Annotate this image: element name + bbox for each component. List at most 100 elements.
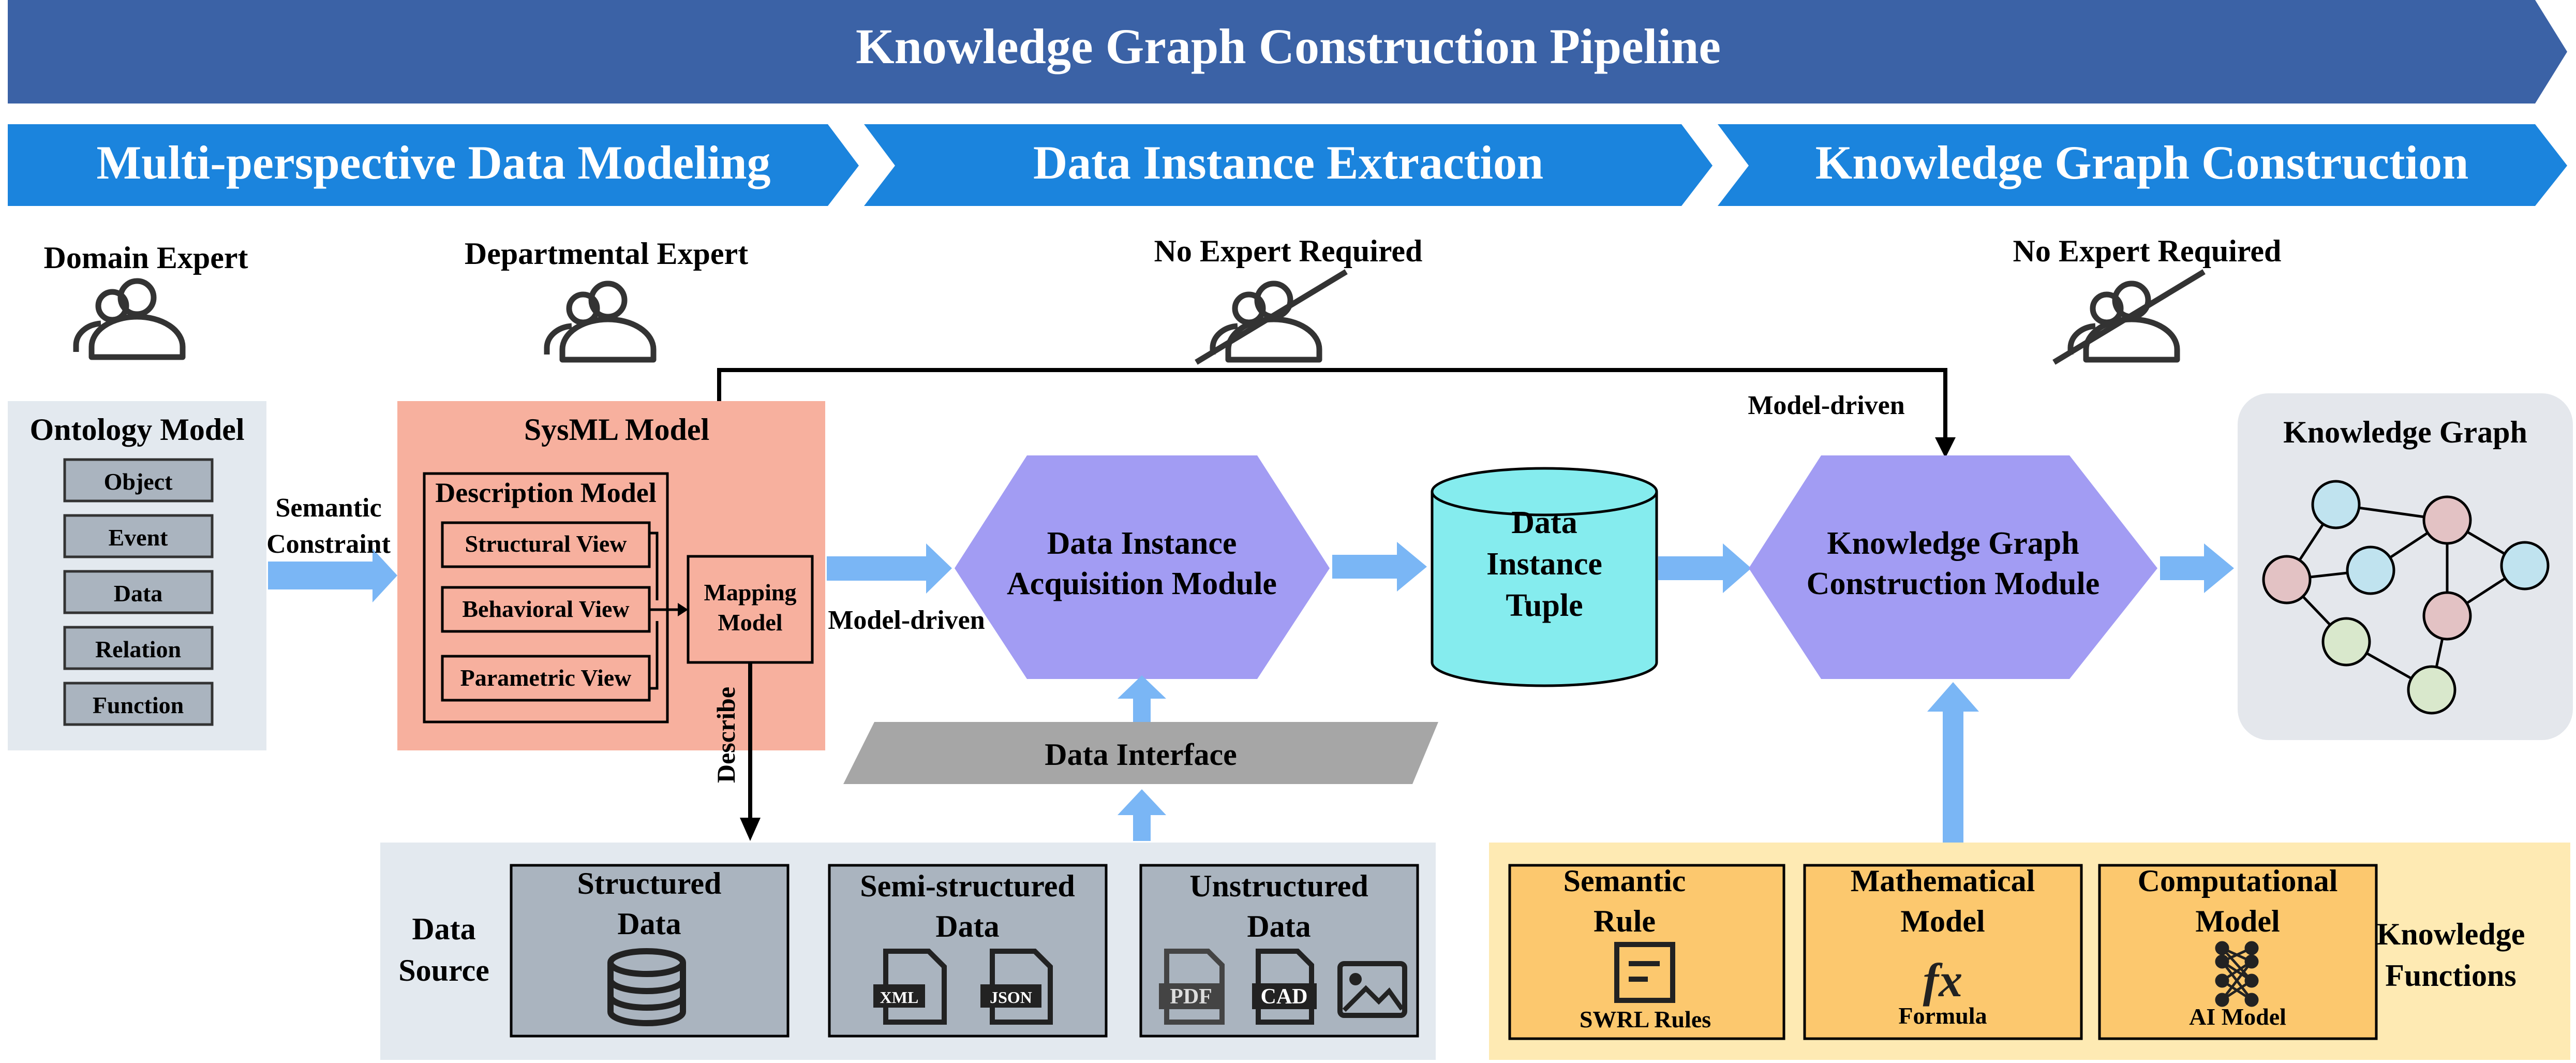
ontology-item-event	[63, 514, 214, 558]
pdf-file-icon: PDF	[1159, 949, 1225, 1025]
stage-banner-modeling	[8, 124, 859, 206]
graph-node	[2500, 541, 2550, 590]
kg-module-label-1: Knowledge Graph	[1827, 526, 2079, 561]
graph-node	[2346, 545, 2395, 595]
graph-node	[2311, 480, 2361, 529]
semantic-constraint-arrow	[268, 549, 397, 602]
behavioral-arrowhead	[678, 603, 688, 616]
semantic-rule-box	[1508, 864, 1785, 1040]
knowledge-functions-label-1: Knowledge	[2377, 917, 2525, 951]
describe-label: Describe	[711, 687, 740, 783]
math-model-label-1: Mathematical	[1851, 864, 2035, 898]
unstructured-label-1: Unstructured	[1189, 869, 1368, 903]
ontology-item-event-label: Event	[109, 524, 169, 551]
semantic-constraint-label-2: Constraint	[266, 529, 391, 559]
data-source-label-1: Data	[412, 912, 475, 946]
semantic-rule-caption: SWRL Rules	[1580, 1006, 1711, 1032]
ontology-item-function	[63, 682, 214, 726]
sysml-title: SysML Model	[524, 412, 709, 447]
domain-expert-icon	[73, 278, 186, 360]
graph-node	[2321, 617, 2371, 667]
data-interface-bar	[843, 722, 1438, 784]
parametric-view-label: Parametric View	[460, 665, 632, 691]
tuple-to-kg-arrow	[1658, 543, 1751, 593]
graph-node	[2407, 665, 2456, 715]
parametric-connector	[649, 621, 659, 690]
structured-data-label-2: Data	[617, 907, 681, 941]
semi-structured-label-1: Semi-structured	[860, 869, 1075, 903]
cad-file-icon: CAD	[1252, 949, 1317, 1025]
computational-model-label-1: Computational	[2138, 864, 2338, 898]
module-to-graph-arrow	[2160, 543, 2234, 593]
no-expert-icon-2	[2052, 269, 2206, 365]
semi-structured-label-2: Data	[935, 909, 999, 943]
knowledge-graph-panel	[2238, 393, 2573, 740]
pdf-icon-label: PDF	[1170, 985, 1212, 1009]
structured-data-label-1: Structured	[577, 866, 722, 900]
acquisition-module-label-1: Data Instance	[1047, 526, 1237, 561]
computational-model-box	[2098, 864, 2378, 1040]
stage-label-modeling: Multi-perspective Data Modeling	[96, 136, 770, 189]
ontology-item-data-label: Data	[114, 580, 163, 607]
ontology-item-relation	[63, 626, 214, 670]
knowledge-graph-title: Knowledge Graph	[2283, 415, 2527, 449]
no-expert-label-1: No Expert Required	[1154, 234, 1423, 268]
math-model-box	[1803, 864, 2083, 1040]
domain-expert-label: Domain Expert	[44, 241, 248, 275]
tuple-label-3: Tuple	[1506, 588, 1583, 623]
acquisition-module-label-2: Acquisition Module	[1007, 566, 1277, 601]
structural-view-label: Structural View	[465, 530, 627, 557]
ontology-item-data	[63, 570, 214, 614]
stage-label-construction: Knowledge Graph Construction	[1815, 136, 2469, 189]
ontology-item-function-label: Function	[93, 692, 184, 718]
structural-view-box	[441, 521, 651, 568]
neural-network-icon	[2215, 941, 2259, 1007]
kg-construction-module	[1749, 455, 2157, 679]
unstructured-label-2: Data	[1247, 909, 1311, 943]
semantic-constraint-label-1: Semantic	[275, 493, 381, 523]
departmental-expert-icon	[544, 280, 657, 363]
model-driven-connector	[717, 368, 1947, 437]
model-driven-arrowhead	[1935, 437, 1956, 458]
tuple-label-1: Data	[1511, 505, 1577, 540]
json-icon-label: JSON	[990, 988, 1032, 1007]
graph-node	[2422, 495, 2472, 545]
database-icon	[607, 948, 686, 1026]
interface-to-acquisition-arrow	[1118, 675, 1166, 722]
model-driven-label-top: Model-driven	[1748, 391, 1904, 420]
xml-file-icon: XML	[873, 949, 947, 1025]
parametric-view-box	[441, 655, 651, 702]
json-file-icon: JSON	[980, 949, 1053, 1025]
graph-node	[2422, 591, 2472, 641]
model-driven-label-left: Model-driven	[828, 606, 985, 635]
knowledge-functions-label-2: Functions	[2385, 958, 2516, 993]
ontology-item-object-label: Object	[104, 468, 173, 495]
describe-arrowhead	[740, 818, 761, 841]
source-to-interface-arrow	[1118, 789, 1166, 841]
pipeline-title: Knowledge Graph Construction Pipeline	[856, 19, 1721, 74]
acquisition-to-tuple-arrow	[1332, 542, 1427, 592]
computational-model-caption: AI Model	[2189, 1003, 2286, 1030]
functions-to-kg-arrow	[1927, 682, 1979, 843]
semantic-rule-label-1: Semantic	[1564, 864, 1686, 898]
no-expert-icon-1	[1195, 269, 1348, 365]
computational-model-label-2: Model	[2195, 904, 2280, 938]
image-icon	[1337, 961, 1407, 1018]
structural-connector	[649, 532, 659, 600]
no-expert-label-2: No Expert Required	[2013, 234, 2282, 268]
title-banner	[8, 0, 2567, 104]
xml-icon-label: XML	[880, 988, 919, 1007]
math-model-label-2: Model	[1900, 904, 1985, 938]
rule-document-icon	[1614, 942, 1675, 1003]
mapping-model-label-1: Mapping	[704, 579, 797, 606]
data-source-label-2: Source	[398, 953, 489, 987]
sysml-to-acquisition-arrow	[827, 543, 952, 594]
ontology-title: Ontology Model	[30, 412, 245, 447]
kg-module-label-2: Construction Module	[1807, 566, 2100, 601]
formula-icon: fx	[1923, 954, 1963, 1007]
graph-node	[2262, 555, 2312, 604]
data-interface-label: Data Interface	[1045, 737, 1237, 772]
departmental-expert-label: Departmental Expert	[465, 237, 748, 271]
cad-icon-label: CAD	[1261, 985, 1308, 1009]
